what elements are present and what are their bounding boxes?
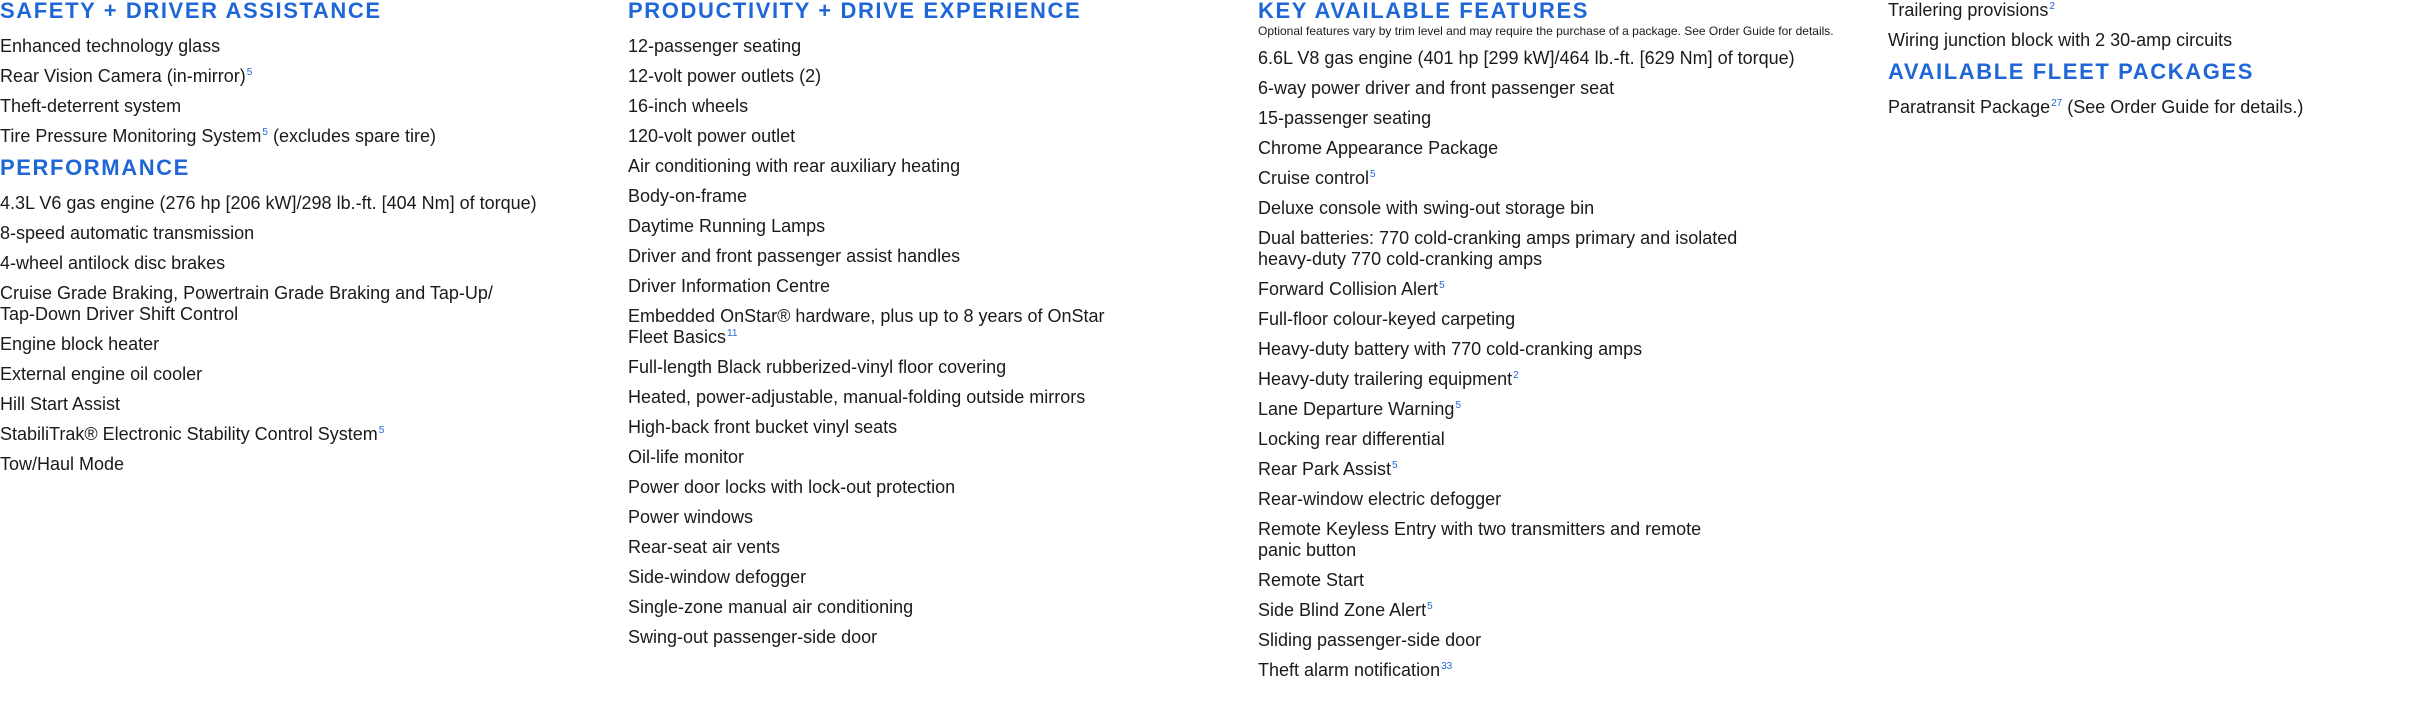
list-item: 12-volt power outlets (2): [628, 66, 822, 86]
list-item: Power door locks with lock-out protectio…: [628, 477, 956, 497]
section-heading-productivity: PRODUCTIVITY + DRIVE EXPERIENCE: [628, 0, 1082, 23]
footnote-ref: 5: [262, 127, 268, 138]
list-item: Wiring junction block with 2 30-amp circ…: [1888, 30, 2233, 50]
footnote-ref: 5: [378, 425, 385, 436]
list-item: Remote Start: [1258, 570, 1365, 590]
list-item: StabiliTrak® Electronic Stability Contro…: [0, 424, 385, 444]
list-item: 4.3L V6 gas engine (276 hp [206 kW]/298 …: [0, 193, 537, 213]
list-item: 8-speed automatic transmission: [0, 223, 255, 243]
list-item: Engine block heater: [0, 334, 160, 354]
key-features-list: 6.6L V8 gas engine (401 hp [299 kW]/464 …: [1258, 48, 1878, 681]
performance-list: 4.3L V6 gas engine (276 hp [206 kW]/298 …: [0, 193, 600, 475]
list-item: Full-floor colour-keyed carpeting: [1258, 309, 1516, 329]
list-item: Driver and front passenger assist handle…: [628, 246, 961, 266]
key-features-continued-list: Trailering provisions2 Wiring junction b…: [1888, 0, 2428, 51]
column-4: Trailering provisions2 Wiring junction b…: [1888, 0, 2428, 127]
list-item: Theft alarm notification33: [1258, 660, 1453, 680]
list-item: Side Blind Zone Alert5: [1258, 600, 1433, 620]
section-heading-safety: SAFETY + DRIVER ASSISTANCE: [0, 0, 382, 23]
list-item: Deluxe console with swing-out storage bi…: [1258, 198, 1595, 218]
column-3: KEY AVAILABLE FEATURES Optional features…: [1258, 0, 1878, 690]
list-item: Chrome Appearance Package: [1258, 138, 1499, 158]
footnote-ref: 2: [2049, 1, 2055, 12]
section-heading-performance: PERFORMANCE: [0, 155, 190, 180]
list-item: Rear Vision Camera (in-mirror)5: [0, 66, 253, 86]
list-item: Dual batteries: 770 cold-cranking amps p…: [1258, 228, 1738, 269]
list-item: Side-window defogger: [628, 567, 807, 587]
footnote-ref: 5: [246, 67, 253, 78]
list-item: Forward Collision Alert5: [1258, 279, 1445, 299]
optional-features-note: Optional features vary by trim level and…: [1258, 24, 1834, 38]
list-item: Single-zone manual air conditioning: [628, 597, 914, 617]
list-item: Heated, power-adjustable, manual-folding…: [628, 387, 1086, 407]
list-item: Remote Keyless Entry with two transmitte…: [1258, 519, 1702, 560]
list-item: Heavy-duty trailering equipment2: [1258, 369, 1519, 389]
list-item: Swing-out passenger-side door: [628, 627, 878, 647]
list-item: Cruise control5: [1258, 168, 1376, 188]
footnote-ref: 5: [1455, 400, 1462, 411]
list-item: High-back front bucket vinyl seats: [628, 417, 898, 437]
list-item: Full-length Black rubberized-vinyl floor…: [628, 357, 1007, 377]
footnote-ref: 11: [727, 328, 738, 339]
list-item: Embedded OnStar® hardware, plus up to 8 …: [628, 306, 1105, 347]
list-item: Enhanced technology glass: [0, 36, 221, 56]
footnote-ref: 5: [1370, 169, 1376, 180]
list-item: External engine oil cooler: [0, 364, 203, 384]
list-item: 120-volt power outlet: [628, 126, 796, 146]
list-item: Rear Park Assist5: [1258, 459, 1398, 479]
list-item: 6-way power driver and front passenger s…: [1258, 78, 1615, 98]
list-item: Power windows: [628, 507, 754, 527]
column-1: SAFETY + DRIVER ASSISTANCE Enhanced tech…: [0, 0, 600, 484]
list-item: Trailering provisions2: [1888, 0, 2055, 20]
footnote-ref: 5: [1439, 280, 1445, 291]
list-item: Heavy-duty battery with 770 cold-crankin…: [1258, 339, 1643, 359]
list-item: 16-inch wheels: [628, 96, 749, 116]
list-item: Locking rear differential: [1258, 429, 1445, 449]
list-item: 12-passenger seating: [628, 36, 802, 56]
fleet-packages-list: Paratransit Package27 (See Order Guide f…: [1888, 97, 2428, 118]
section-heading-key-features: KEY AVAILABLE FEATURES: [1258, 0, 1589, 23]
list-item: Driver Information Centre: [628, 276, 831, 296]
list-item: Rear-window electric defogger: [1258, 489, 1502, 509]
safety-list: Enhanced technology glass Rear Vision Ca…: [0, 36, 600, 147]
list-item: Paratransit Package27 (See Order Guide f…: [1888, 97, 2304, 117]
list-item: Rear-seat air vents: [628, 537, 781, 557]
list-item: Cruise Grade Braking, Powertrain Grade B…: [0, 283, 493, 324]
footnote-ref: 33: [1441, 661, 1453, 672]
column-2: PRODUCTIVITY + DRIVE EXPERIENCE 12-passe…: [628, 0, 1228, 657]
footnote-ref: 5: [1392, 460, 1398, 471]
productivity-list: 12-passenger seating 12-volt power outle…: [628, 36, 1228, 648]
list-item: Tow/Haul Mode: [0, 454, 125, 474]
list-item: Lane Departure Warning5: [1258, 399, 1462, 419]
list-item: 6.6L V8 gas engine (401 hp [299 kW]/464 …: [1258, 48, 1795, 68]
list-item: 4-wheel antilock disc brakes: [0, 253, 226, 273]
list-item: 15-passenger seating: [1258, 108, 1432, 128]
list-item: Tire Pressure Monitoring System5 (exclud…: [0, 126, 437, 146]
footnote-ref: 2: [1513, 370, 1519, 381]
section-heading-fleet-packages: AVAILABLE FLEET PACKAGES: [1888, 59, 2254, 84]
list-item: Hill Start Assist: [0, 394, 121, 414]
list-item: Body-on-frame: [628, 186, 748, 206]
list-item: Theft-deterrent system: [0, 96, 182, 116]
list-item: Oil-life monitor: [628, 447, 745, 467]
list-item: Air conditioning with rear auxiliary hea…: [628, 156, 961, 176]
footnote-ref: 5: [1427, 601, 1433, 612]
list-item: Daytime Running Lamps: [628, 216, 826, 236]
footnote-ref: 27: [2051, 98, 2063, 109]
list-item: Sliding passenger-side door: [1258, 630, 1482, 650]
